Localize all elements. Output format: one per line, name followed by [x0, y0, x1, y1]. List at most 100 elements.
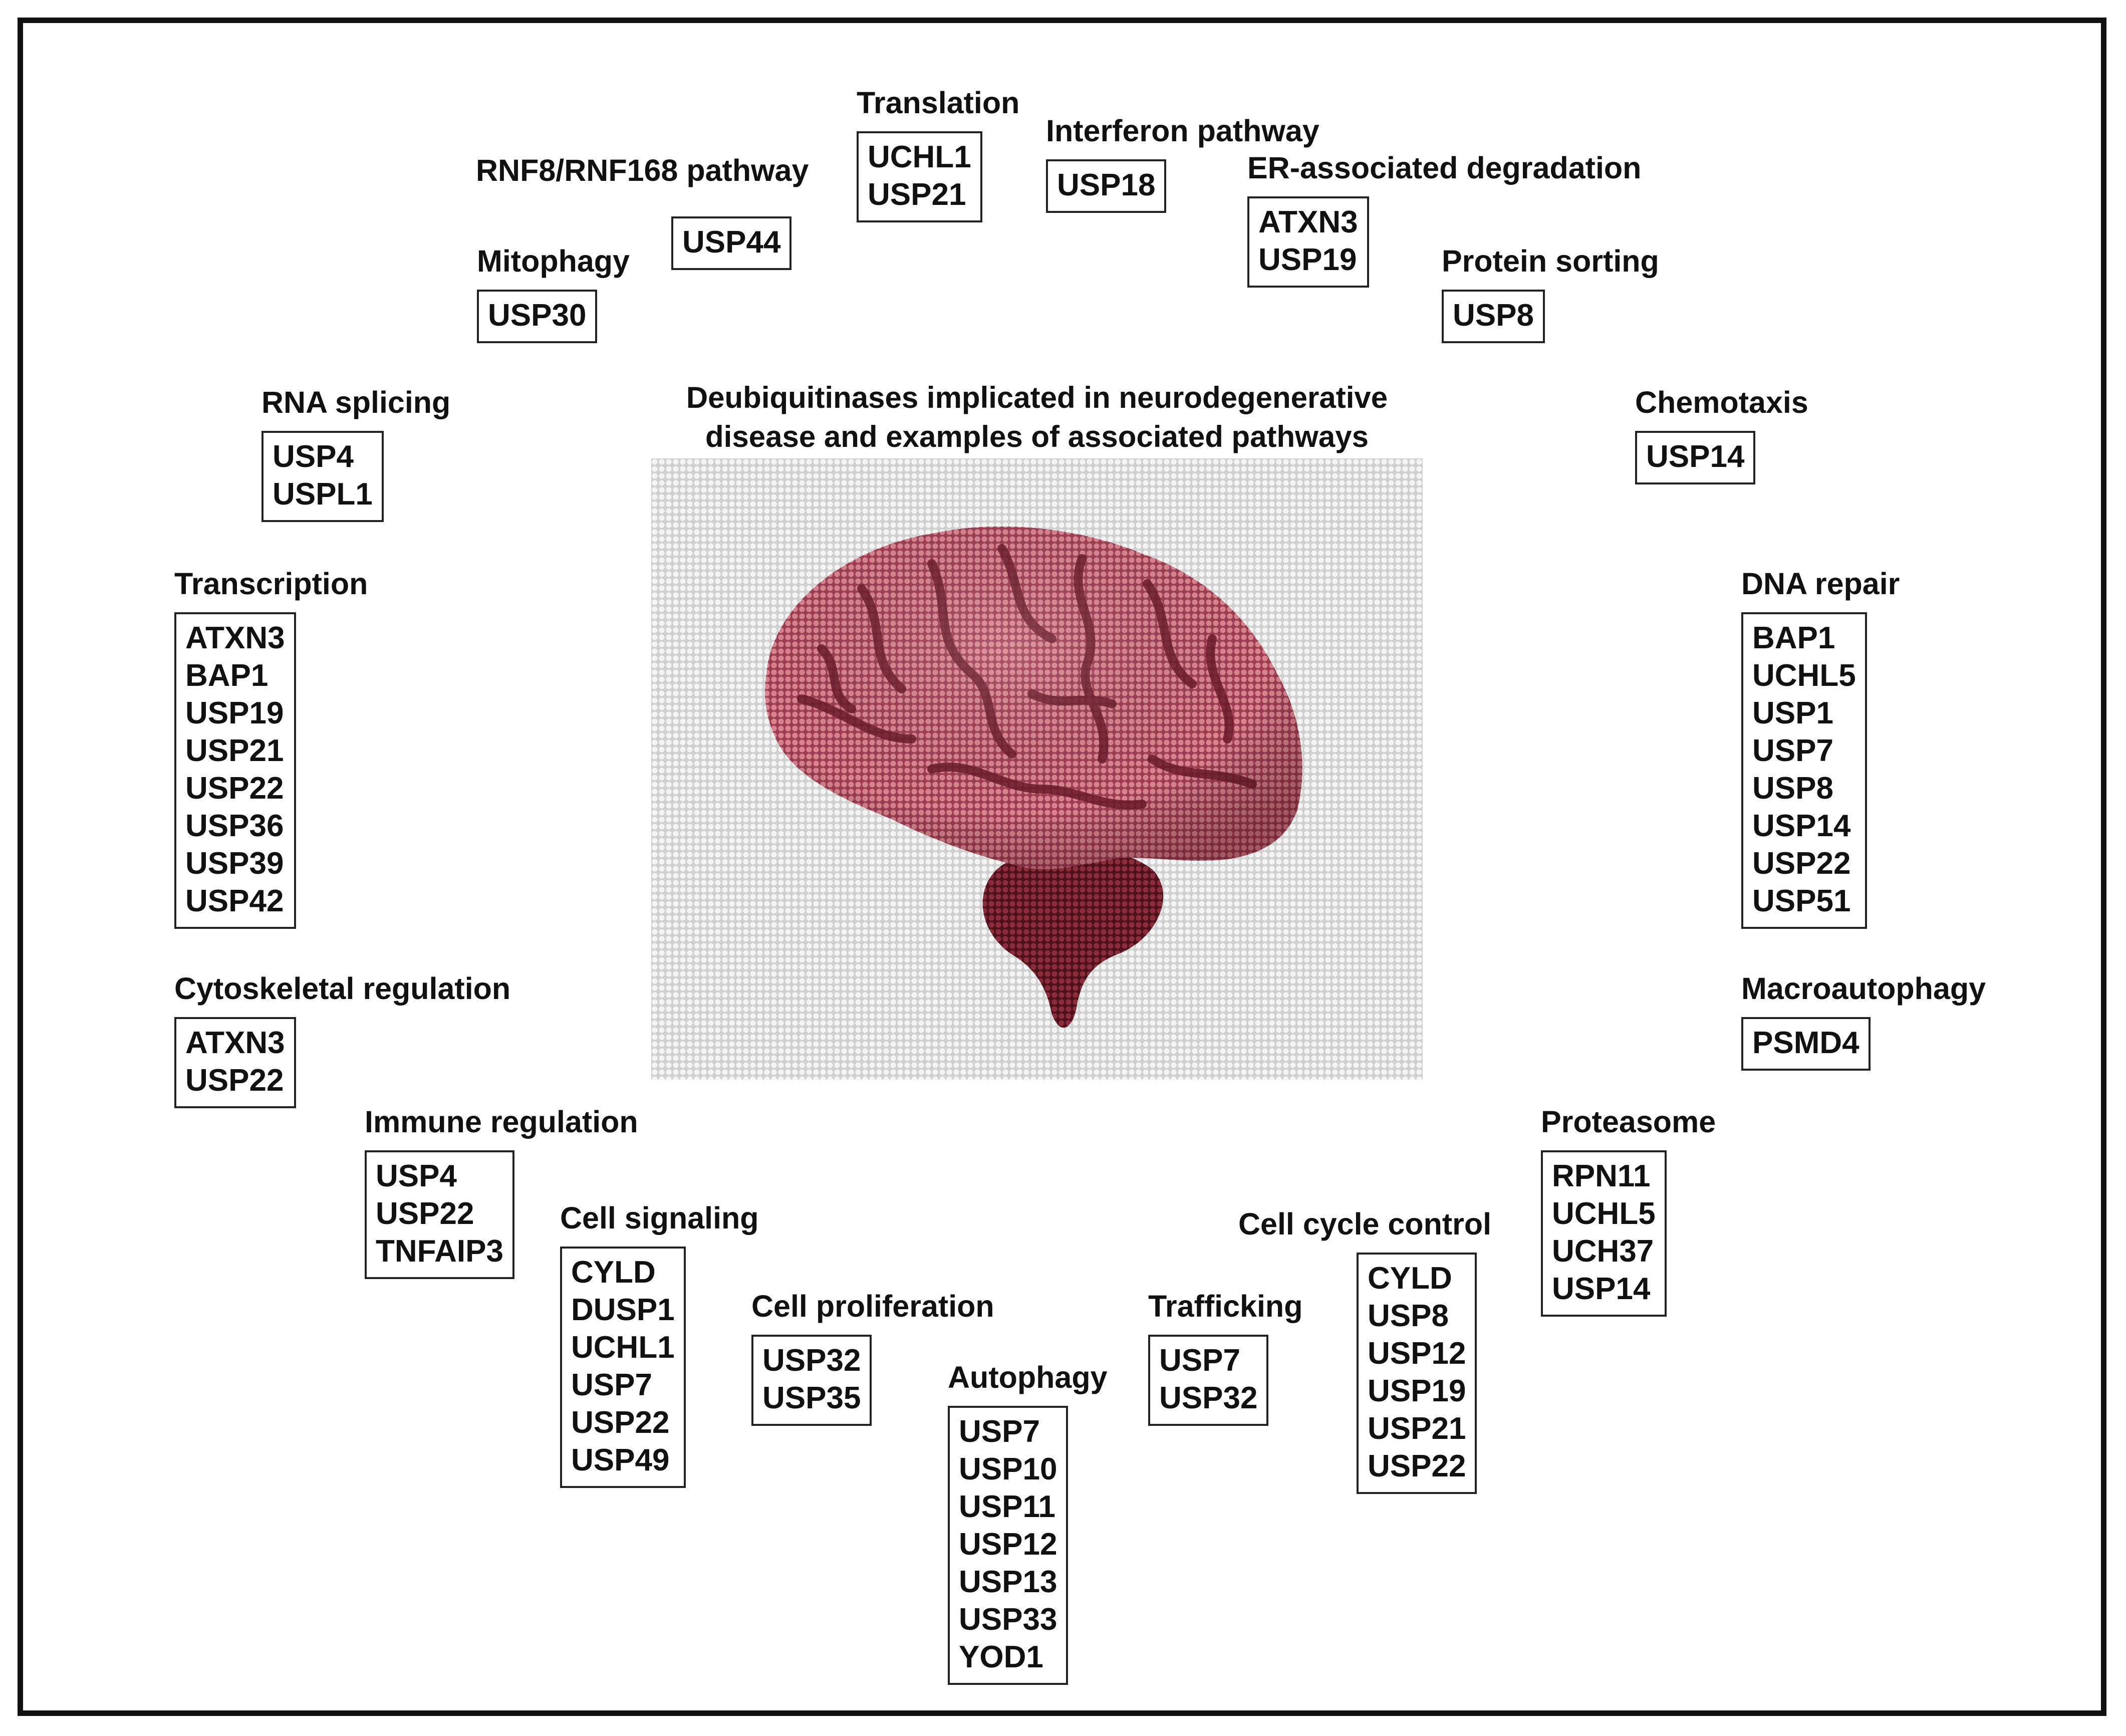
gene-name: USP35: [762, 1381, 861, 1415]
gene-box: ATXN3 BAP1 USP19 USP21 USP22 USP36 USP39…: [174, 612, 296, 929]
pathway-protein-sorting: Protein sorting USP8: [1442, 246, 1659, 343]
gene-name: USP22: [185, 771, 284, 806]
gene-name: USP8: [1752, 771, 1833, 806]
gene-name: UCHL5: [1752, 658, 1856, 693]
gene-name: USP7: [571, 1368, 652, 1402]
gene-name: USP7: [1752, 733, 1833, 768]
gene-name: USP11: [959, 1490, 1056, 1524]
gene-name: USP10: [959, 1452, 1057, 1486]
gene-name: CYLD: [571, 1255, 656, 1290]
pathway-cell-signaling: Cell signaling CYLD DUSP1 UCHL1 USP7 USP…: [560, 1203, 759, 1488]
gene-name: USP36: [185, 809, 284, 843]
gene-box: RPN11 UCHL5 UCH37 USP14: [1541, 1150, 1667, 1317]
pathway-label: Protein sorting: [1442, 244, 1659, 278]
pathway-autophagy: Autophagy USP7 USP10 USP11 USP12 USP13 U…: [948, 1362, 1108, 1685]
pathway-label: Translation: [857, 86, 1020, 120]
gene-name: USP21: [185, 733, 284, 768]
gene-name: ATXN3: [185, 621, 285, 655]
pathway-cell-cycle-control: Cell cycle control CYLD USP8 USP12 USP19…: [1238, 1209, 1491, 1494]
gene-name: CYLD: [1368, 1261, 1452, 1296]
gene-box: USP18: [1046, 159, 1167, 213]
pathway-label: Interferon pathway: [1046, 114, 1319, 148]
gene-box: USP30: [477, 290, 598, 343]
gene-name: USPL1: [273, 477, 373, 512]
title-line-2: disease and examples of associated pathw…: [705, 420, 1369, 453]
pathway-label: Cell signaling: [560, 1201, 759, 1235]
gene-name: USP19: [1258, 242, 1357, 277]
gene-name: USP22: [1368, 1449, 1466, 1483]
pathway-trafficking: Trafficking USP7 USP32: [1148, 1291, 1302, 1426]
outer-frame: [18, 18, 2106, 1716]
gene-box: UCHL1 USP21: [857, 131, 982, 222]
gene-name: USP13: [959, 1565, 1057, 1599]
pathway-label: ER-associated degradation: [1247, 151, 1642, 185]
gene-box: BAP1 UCHL5 USP1 USP7 USP8 USP14 USP22 US…: [1741, 612, 1867, 929]
diagram-title: Deubiquitinases implicated in neurodegen…: [616, 378, 1458, 456]
pathway-mitophagy: Mitophagy USP30: [477, 246, 630, 343]
gene-box: CYLD DUSP1 UCHL1 USP7 USP22 USP49: [560, 1247, 686, 1488]
gene-box: USP44: [671, 216, 792, 270]
gene-name: USP51: [1752, 884, 1851, 918]
pathway-cell-proliferation: Cell proliferation USP32 USP35: [751, 1291, 994, 1426]
gene-name: USP22: [571, 1405, 670, 1440]
pathway-label: Cell cycle control: [1238, 1207, 1492, 1241]
gene-box: USP14: [1635, 431, 1756, 484]
gene-name: USP33: [959, 1602, 1057, 1637]
gene-name: USP32: [762, 1343, 861, 1378]
gene-name: USP7: [1159, 1343, 1240, 1378]
pathway-label: Mitophagy: [477, 244, 630, 278]
brain-shading: [765, 526, 1302, 869]
gene-name: BAP1: [185, 658, 269, 693]
gene-name: UCH37: [1552, 1234, 1654, 1269]
gene-box: PSMD4: [1741, 1017, 1871, 1071]
pathway-dna-repair: DNA repair BAP1 UCHL5 USP1 USP7 USP8 USP…: [1741, 569, 1900, 929]
gene-name: USP44: [682, 225, 781, 260]
gene-name: USP8: [1368, 1299, 1449, 1333]
brain-mosaic-image: [651, 458, 1423, 1080]
gene-name: USP18: [1057, 168, 1156, 202]
gene-box: ATXN3 USP19: [1247, 196, 1369, 288]
gene-box: USP8: [1442, 290, 1545, 343]
gene-name: PSMD4: [1752, 1026, 1859, 1060]
gene-name: USP21: [868, 177, 966, 212]
pathway-label: RNA splicing: [261, 385, 451, 419]
gene-name: USP8: [1453, 298, 1534, 333]
gene-name: UCHL1: [571, 1330, 675, 1365]
pathway-label: RNF8/RNF168 pathway: [476, 153, 809, 187]
gene-box: ATXN3 USP22: [174, 1017, 296, 1108]
pathway-interferon: Interferon pathway USP18: [1046, 116, 1319, 213]
gene-name: USP42: [185, 884, 284, 918]
gene-name: USP14: [1752, 809, 1851, 843]
pathway-rna-splicing: RNA splicing USP4 USPL1: [261, 387, 450, 522]
pathway-label: Immune regulation: [365, 1105, 638, 1139]
gene-name: USP19: [185, 696, 284, 730]
pathway-label: Autophagy: [948, 1360, 1108, 1394]
gene-box: USP4 USP22 TNFAIP3: [365, 1150, 514, 1279]
gene-name: USP39: [185, 846, 284, 881]
gene-name: USP21: [1368, 1411, 1466, 1446]
gene-name: USP22: [376, 1196, 474, 1231]
pathway-macroautophagy: Macroautophagy PSMD4: [1741, 973, 1986, 1071]
gene-name: USP30: [488, 298, 587, 333]
pathway-immune-regulation: Immune regulation USP4 USP22 TNFAIP3: [365, 1107, 638, 1279]
gene-name: USP4: [273, 439, 354, 474]
gene-name: USP19: [1368, 1374, 1466, 1408]
gene-name: USP22: [185, 1063, 284, 1098]
gene-box: USP4 USPL1: [261, 431, 384, 522]
pathway-label: Macroautophagy: [1741, 971, 1986, 1006]
gene-name: UCHL5: [1552, 1196, 1656, 1231]
gene-name: RPN11: [1552, 1159, 1651, 1193]
pathway-transcription: Transcription ATXN3 BAP1 USP19 USP21 USP…: [174, 569, 368, 929]
title-line-1: Deubiquitinases implicated in neurodegen…: [686, 381, 1388, 414]
cerebellum-shape: [982, 847, 1164, 1028]
pathway-er-associated-degradation: ER-associated degradation ATXN3 USP19: [1247, 153, 1641, 288]
pathway-label: Chemotaxis: [1635, 385, 1808, 419]
gene-name: ATXN3: [185, 1026, 285, 1060]
gene-name: USP14: [1646, 439, 1745, 474]
pathway-rnf8-rnf168: RNF8/RNF168 pathway USP44: [476, 155, 809, 270]
pathway-label: DNA repair: [1741, 567, 1900, 601]
gene-name: DUSP1: [571, 1293, 675, 1327]
gene-box: USP7 USP32: [1148, 1335, 1269, 1426]
gene-name: UCHL1: [868, 140, 971, 174]
